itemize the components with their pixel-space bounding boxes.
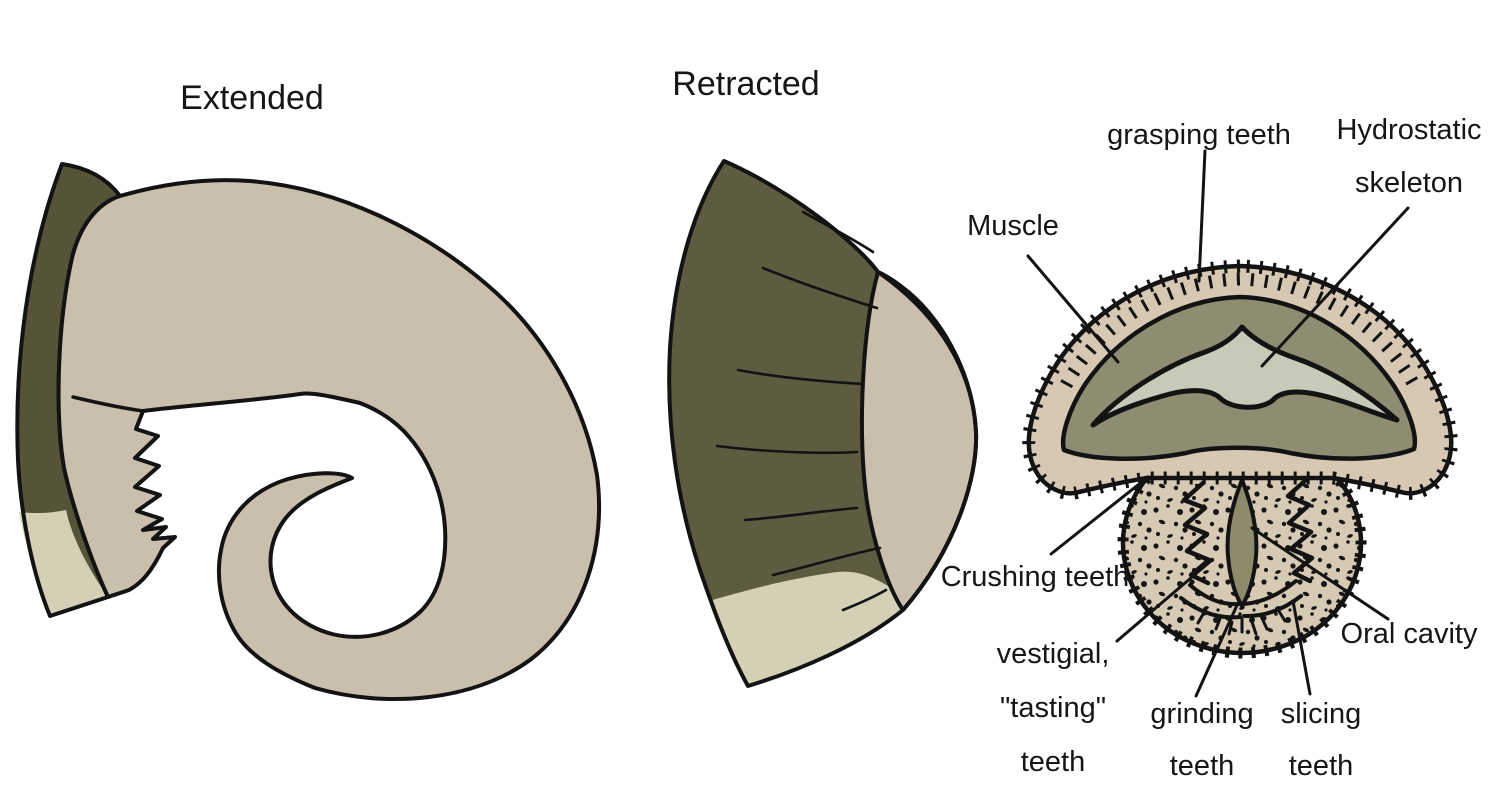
label-oral-cavity: Oral cavity [1340, 618, 1478, 650]
extended-mouth-line [71, 395, 145, 413]
extended-figure [15, 162, 601, 702]
label-slicing-line2: teeth [1288, 750, 1354, 782]
zigzag-teeth-rows [1181, 476, 1315, 586]
retracted-crescent-shape [860, 270, 979, 612]
label-grasping-teeth: grasping teeth [1107, 119, 1291, 151]
cross-section-figure [1022, 259, 1458, 659]
vestigial-teeth-leader-line [1115, 558, 1214, 643]
crushing-teeth-leader-line [1049, 475, 1150, 556]
oral-cavity-leader-line [1250, 526, 1390, 621]
label-vestigial-teeth: vestigial, "tasting" teeth [997, 627, 1110, 789]
label-hydrostatic-line1: Hydrostatic [1336, 114, 1482, 146]
hydrostatic-skeleton-shape [1090, 324, 1400, 428]
cap-outline [1026, 263, 1454, 496]
extended-title: Extended [180, 79, 324, 117]
label-vestigial-line3: teeth [1020, 746, 1086, 778]
retracted-outline [667, 159, 979, 688]
label-hydrostatic-skeleton: Hydrostatic skeleton [1336, 104, 1481, 210]
grasping-teeth-leader-line [1197, 149, 1207, 283]
extended-sheath-band-shape [17, 164, 120, 616]
label-crushing-teeth: Crushing teeth [940, 561, 1130, 593]
label-grinding-line2: teeth [1169, 750, 1235, 782]
vestigial-teeth-ticks [1196, 606, 1287, 636]
slicing-teeth-leader-line [1291, 599, 1312, 696]
grinding-teeth-leader-line [1194, 601, 1240, 698]
retracted-title: Retracted [672, 65, 820, 103]
label-vestigial-line1: vestigial, [996, 638, 1110, 670]
grinding-teeth-chevrons [1179, 579, 1303, 620]
label-slicing-teeth: slicing teeth [1281, 688, 1362, 792]
oral-bulb-outline [1120, 476, 1364, 656]
label-vestigial-line2: "tasting" [999, 692, 1107, 724]
hydrostatic-leader-line [1260, 206, 1410, 368]
label-grinding-line1: grinding [1150, 698, 1254, 730]
retracted-striation-lines [715, 210, 888, 612]
label-hydrostatic-line2: skeleton [1354, 167, 1464, 199]
retracted-figure [667, 159, 979, 688]
retracted-cream-shape [709, 571, 903, 686]
muscle-leader-line [1026, 254, 1120, 364]
extended-proboscis-shape [56, 178, 601, 702]
label-muscle: Muscle [967, 210, 1059, 242]
label-grinding-teeth: grinding teeth [1150, 688, 1253, 792]
label-slicing-line1: slicing [1280, 698, 1362, 730]
leader-lines [1026, 149, 1410, 698]
